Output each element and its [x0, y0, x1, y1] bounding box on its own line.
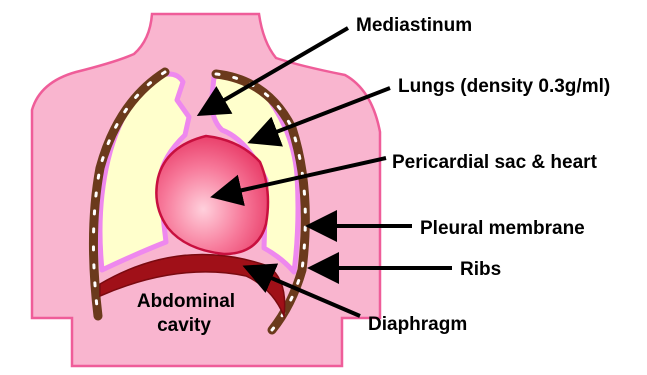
label-pleural: Pleural membrane: [420, 218, 585, 239]
label-diaphragm: Diaphragm: [368, 314, 467, 335]
label-abdominal: Abdominal: [137, 291, 235, 312]
label-cavity: cavity: [157, 315, 211, 336]
label-pericardial: Pericardial sac & heart: [392, 152, 598, 173]
label-ribs: Ribs: [460, 259, 501, 280]
label-lungs: Lungs (density 0.3g/ml): [398, 76, 610, 97]
label-mediastinum: Mediastinum: [356, 15, 472, 36]
